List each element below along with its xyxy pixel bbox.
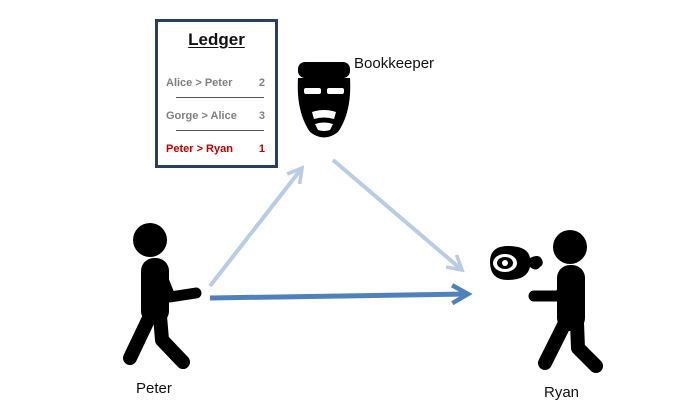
ryan-figure	[528, 230, 603, 373]
ledger-entry: Gorge > Alice 3	[166, 110, 269, 126]
bookkeeper-face-icon	[297, 62, 351, 138]
ledger-entry-parties: Alice > Peter	[166, 77, 233, 89]
ledger-entry-amount: 3	[258, 110, 265, 122]
ryan-label: Ryan	[544, 384, 580, 401]
arrow-peter-to-bookkeeper	[208, 165, 305, 288]
ledger-entry-highlighted: Peter > Ryan 1	[166, 143, 269, 159]
ledger-entry-parties: Peter > Ryan	[166, 143, 233, 155]
meat-icon	[490, 246, 543, 280]
ledger-card: Ledger Alice > Peter 2 Gorge > Alice 3 P…	[155, 19, 278, 168]
ledger-entry-parties: Gorge > Alice	[166, 110, 237, 122]
ledger-divider	[176, 97, 264, 98]
arrow-peter-to-ryan	[209, 283, 473, 306]
peter-figure	[123, 223, 202, 369]
bookkeeper-label: Bookkeeper	[354, 55, 435, 72]
ledger-title: Ledger	[188, 30, 245, 49]
ledger-entry-amount: 1	[258, 143, 265, 155]
ledger-entry-amount: 2	[258, 77, 265, 89]
peter-label: Peter	[136, 380, 172, 397]
ledger-entry: Alice > Peter 2	[166, 77, 269, 93]
arrow-bookkeeper-to-ryan	[331, 158, 465, 273]
ledger-divider	[176, 130, 264, 131]
